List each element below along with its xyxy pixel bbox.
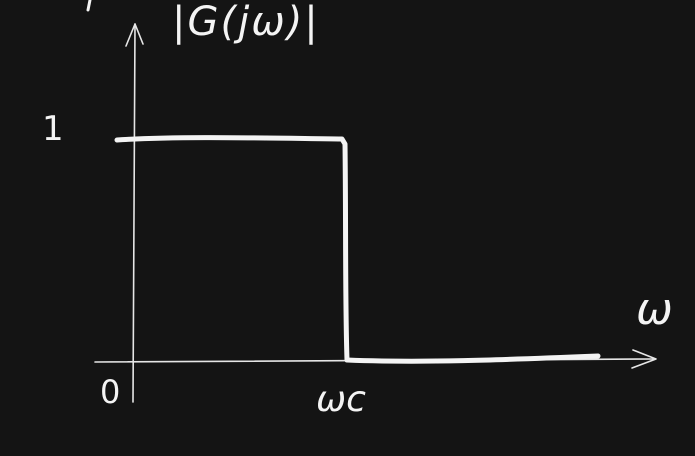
pen-mark xyxy=(86,0,92,12)
cutoff-frequency-label: ωc xyxy=(316,379,366,420)
x-axis-arrowhead xyxy=(631,349,657,369)
y-axis-label: |G(jω)| xyxy=(172,0,320,45)
magnitude-response-curve xyxy=(114,135,601,364)
y-tick-one-label: 1 xyxy=(42,109,64,149)
origin-label: 0 xyxy=(100,373,121,411)
y-axis-line xyxy=(132,23,136,403)
y-axis-arrowhead xyxy=(125,23,144,47)
x-axis-label: ω xyxy=(636,284,673,335)
